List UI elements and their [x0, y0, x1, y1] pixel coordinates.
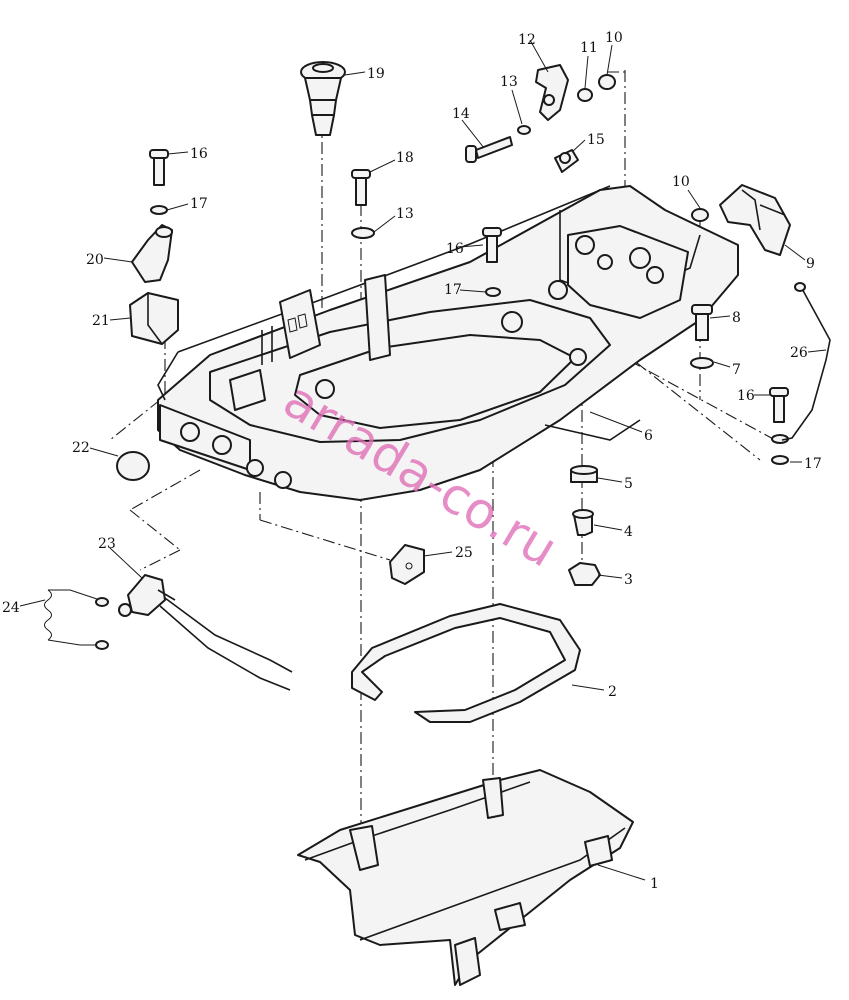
- callout-10-right: 10: [672, 174, 690, 190]
- plug-cap-22: [116, 451, 150, 481]
- bottom-cover: [297, 769, 634, 986]
- callout-11: 11: [580, 40, 598, 56]
- callout-4: 4: [624, 524, 633, 540]
- callout-20: 20: [86, 252, 104, 268]
- callout-17-right: 17: [804, 456, 822, 472]
- callout-16-left: 16: [190, 146, 208, 162]
- callout-14: 14: [452, 106, 470, 122]
- bracket-9: [691, 184, 791, 256]
- bolt-16-right: [769, 387, 789, 465]
- callout-18: 18: [396, 150, 414, 166]
- leader-lines: [19, 39, 827, 881]
- callout-7: 7: [732, 362, 741, 378]
- lower-cowl-pan: [157, 185, 739, 501]
- rubber-grommet: [300, 61, 346, 136]
- bolt-14: [465, 125, 531, 163]
- latch-20: [131, 224, 173, 283]
- callout-17-mid: 17: [444, 282, 462, 298]
- callout-17-left: 17: [190, 196, 208, 212]
- callout-24: 24: [2, 600, 20, 616]
- lanyard-24: [44, 589, 109, 650]
- callout-23: 23: [98, 536, 116, 552]
- callout-labels: 1 2 3 4 5 6 7 8 9 10 10 11 12 13 13 14 1…: [2, 30, 822, 892]
- callout-25: 25: [455, 545, 473, 561]
- callout-8: 8: [732, 310, 741, 326]
- callout-5: 5: [624, 476, 633, 492]
- clip-nut-25: [389, 544, 425, 585]
- bracket-12: [535, 64, 616, 121]
- bolt-8: [690, 304, 714, 369]
- callout-19: 19: [367, 66, 385, 82]
- stop-switch-23: [118, 574, 293, 691]
- cable-clip-15: [554, 149, 579, 173]
- callout-13-mid: 13: [396, 206, 414, 222]
- callout-1: 1: [650, 876, 659, 892]
- bolt-16-left: [149, 149, 169, 215]
- callout-9: 9: [806, 256, 815, 272]
- callout-16-mid: 16: [446, 241, 464, 257]
- callout-12: 12: [518, 32, 536, 48]
- ground-wire: [781, 282, 831, 441]
- callout-21: 21: [92, 313, 110, 329]
- callout-15: 15: [587, 132, 605, 148]
- callout-22: 22: [72, 440, 90, 456]
- bolt-18: [351, 169, 375, 239]
- callout-2: 2: [608, 684, 617, 700]
- callout-3: 3: [624, 572, 633, 588]
- callout-13-top: 13: [500, 74, 518, 90]
- bolt-16-mid: [482, 227, 502, 297]
- callout-6: 6: [644, 428, 653, 444]
- callout-10-top: 10: [605, 30, 623, 46]
- nut-collar-grommet: [568, 465, 601, 586]
- callout-26: 26: [790, 345, 808, 361]
- seal-frame: [351, 603, 581, 723]
- callout-16-right: 16: [737, 388, 755, 404]
- rubber-block-21: [129, 292, 179, 345]
